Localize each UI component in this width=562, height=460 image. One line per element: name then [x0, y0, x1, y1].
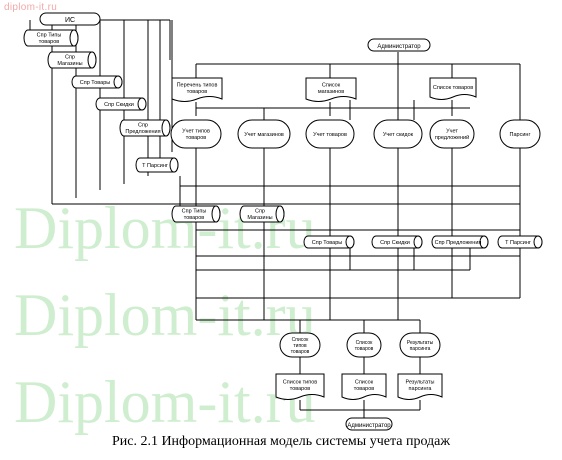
- proc-uchet-tovarov-process: Учет товаров: [305, 119, 355, 149]
- doc-spisok-tovarov-label-line: товаров: [354, 386, 375, 392]
- admin-bottom-label: Администратор: [347, 423, 391, 429]
- proc-uchet-magazinov-label-line: Учет магазинов: [244, 132, 284, 138]
- admin-top-label: Администратор: [377, 44, 421, 50]
- spr-tovary-right-label-line: Спр Товары: [312, 240, 343, 246]
- watermark-big-1: Diplom-it.ru: [14, 195, 316, 261]
- spr-predlozheniya-right-label-line: Спр Предложения: [435, 240, 482, 246]
- spr-skidki-right-datastore: Спр Скидки: [371, 235, 423, 249]
- admin-top-terminator: Администратор: [367, 38, 431, 52]
- proc-uchet-skidok-process: Учет скидок: [373, 119, 423, 149]
- proc-uchet-skidok-label-line: Учет скидок: [383, 132, 414, 138]
- rep-rezultaty-label-line: Результаты: [407, 340, 434, 346]
- spr-magaziny-left-label-line: Спр: [65, 55, 75, 61]
- watermark-big-2: Diplom-it.ru: [14, 282, 316, 348]
- proc-uchet-predlozheniy-label-line: предложений: [435, 134, 469, 141]
- figure-caption: Рис. 2.1 Информационная модель системы у…: [111, 434, 451, 449]
- doc-spisok-magazinov-label-line: Список: [322, 83, 341, 89]
- doc-rezultaty-label-line: Результаты: [406, 380, 435, 386]
- t-parsing-right-label-line: Т Парсинг: [505, 240, 531, 246]
- doc-spisok-tovarov-top-label-line: Список товаров: [433, 85, 473, 91]
- spr-tovary-left-label-line: Спр Товары: [80, 80, 111, 86]
- admin-bottom-terminator: Администратор: [345, 417, 393, 431]
- proc-uchet-tovarov-label-line: Учет товаров: [313, 132, 347, 138]
- spr-tovary-left-datastore: Спр Товары: [71, 75, 123, 89]
- spr-magaziny-mid-label-line: Спр: [255, 209, 265, 215]
- spr-predlozheniya-right-datastore: Спр Предложения: [431, 235, 489, 249]
- proc-uchet-predlozheniy-label-line: Учет: [446, 129, 458, 135]
- proc-parsing-label-line: Парсинг: [510, 132, 531, 138]
- doc-spisok-tipov-label-line: товаров: [290, 386, 311, 392]
- spr-skidki-left-label-line: Спр Скидки: [104, 102, 134, 108]
- rep-spisok-tovarov-label-line: товаров: [355, 346, 374, 352]
- spr-predlozheniya-left-label-line: Спр: [138, 123, 148, 129]
- t-parsing-right-datastore: Т Парсинг: [497, 235, 543, 249]
- doc-spisok-tovarov-label-line: Список: [355, 380, 374, 386]
- watermark-big-3: Diplom-it.ru: [14, 369, 316, 435]
- spr-magaziny-left-label-line: Магазины: [57, 61, 82, 67]
- doc-perechen-label-line: Перечень типов: [177, 83, 218, 89]
- spr-tipy-mid-label-line: товаров: [184, 215, 205, 221]
- t-parsing-left-label-line: Т Парсинг: [142, 163, 168, 169]
- proc-uchet-magazinov-process: Учет магазинов: [237, 119, 291, 149]
- watermark-big-group: Diplom-it.ru Diplom-it.ru Diplom-it.ru: [14, 195, 316, 435]
- spr-tovary-right-datastore: Спр Товары: [303, 235, 355, 249]
- doc-spisok-magazinov-label-line: магазинов: [318, 89, 344, 95]
- doc-perechen-label-line: товаров: [187, 89, 208, 95]
- doc-spisok-tovarov-top-document: Список товаров: [429, 77, 477, 100]
- ic-label: ИС: [65, 17, 75, 24]
- rep-spisok-tovarov-label-line: Список: [356, 340, 373, 346]
- rep-spisok-tipov-label-line: типов: [293, 343, 307, 349]
- doc-rezultaty-label-line: парсинга: [409, 386, 433, 392]
- spr-magaziny-mid-label-line: Магазины: [247, 215, 272, 221]
- proc-parsing-process: Парсинг: [499, 119, 541, 149]
- watermark-top: diplom-it.ru: [4, 2, 58, 13]
- spr-tipy-mid-label-line: Спр Типы: [182, 209, 207, 215]
- spr-skidki-right-label-line: Спр Скидки: [380, 240, 410, 246]
- proc-uchet-tipov-label-line: товаров: [186, 135, 207, 141]
- spr-tipy-left-label-line: Спр Типы: [37, 33, 62, 39]
- spr-predlozheniya-left-label-line: Предложения: [125, 129, 160, 135]
- spr-tipy-left-label-line: товаров: [39, 39, 60, 45]
- doc-spisok-tipov-label-line: Список типов: [283, 380, 317, 386]
- spr-skidki-left-datastore: Спр Скидки: [95, 97, 147, 111]
- t-parsing-left-datastore: Т Парсинг: [135, 157, 179, 173]
- rep-spisok-tipov-label-line: Список: [292, 337, 309, 343]
- proc-uchet-tipov-label-line: Учет типов: [182, 129, 210, 135]
- ic-terminator: ИС: [39, 12, 101, 26]
- rep-rezultaty-label-line: парсинга: [410, 346, 431, 352]
- rep-spisok-tipov-label-line: товаров: [291, 349, 310, 355]
